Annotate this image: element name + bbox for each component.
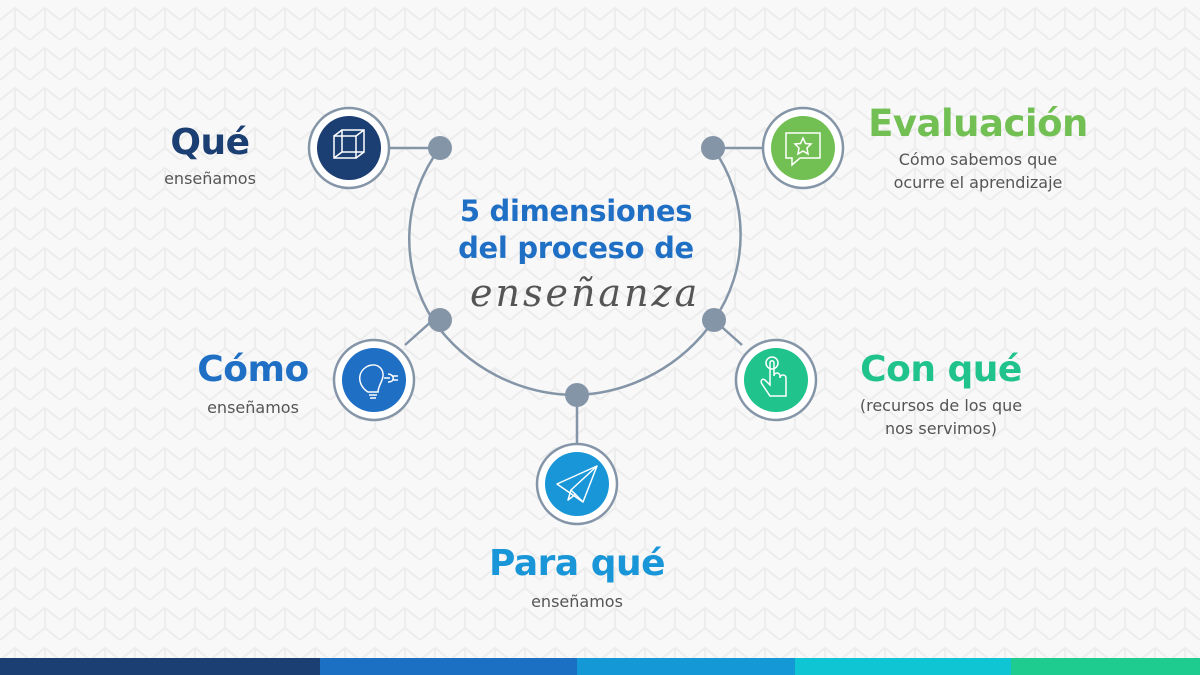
con-que-label: Con qué (recursos de los que nos servimo… [834, 350, 1048, 440]
con-que-subtitle-line2: nos servimos) [885, 418, 997, 438]
paper-plane-icon [556, 465, 598, 503]
connector-spoke [404, 319, 434, 346]
bottom-bar-segment [577, 658, 795, 675]
center-title-line1: 5 dimensiones [459, 194, 693, 228]
que-subtitle: enseñamos [164, 168, 256, 188]
con-que-node [734, 338, 818, 422]
connector-dot [428, 308, 452, 332]
que-node [307, 106, 391, 190]
touch-hand-icon [760, 356, 787, 397]
para-que-subtitle: enseñamos [531, 591, 623, 611]
que-title: Qué [170, 122, 250, 163]
bottom-bar-segment [320, 658, 577, 675]
evaluacion-title: Evaluación [868, 102, 1088, 145]
connector-dot [428, 136, 452, 160]
como-node [332, 338, 416, 422]
center-title-line2: del proceso de [458, 230, 694, 265]
que-label: Qué enseñamos [140, 123, 280, 190]
como-label: Cómo enseñamos [163, 350, 343, 419]
bottom-bar-segment [0, 658, 320, 675]
connector-dot [702, 308, 726, 332]
center-title: 5 dimensiones del proceso de [440, 193, 712, 266]
star-speech-bubble-icon [785, 132, 821, 167]
cube-icon [333, 129, 365, 159]
bottom-bar-segment [1011, 658, 1200, 675]
connector-dot [701, 136, 725, 160]
como-title: Cómo [197, 349, 309, 390]
evaluacion-subtitle-line2: ocurre el aprendizaje [893, 172, 1063, 192]
para-que-node [535, 442, 619, 526]
evaluacion-subtitle-line1: Cómo sabemos que [898, 149, 1058, 169]
para-que-label: Para qué enseñamos [460, 544, 694, 613]
evaluacion-node [761, 106, 845, 190]
lightbulb-plug-icon [359, 364, 398, 399]
como-subtitle: enseñamos [207, 397, 299, 417]
bottom-bar-segment [795, 658, 1011, 675]
evaluacion-label: Evaluación Cómo sabemos que ocurre el ap… [858, 102, 1098, 194]
connector-dot [565, 383, 589, 407]
para-que-title: Para qué [488, 543, 666, 584]
con-que-subtitle-line1: (recursos de los que [859, 395, 1023, 415]
center-script-word: enseñanza [470, 271, 701, 315]
con-que-title: Con qué [860, 349, 1022, 390]
